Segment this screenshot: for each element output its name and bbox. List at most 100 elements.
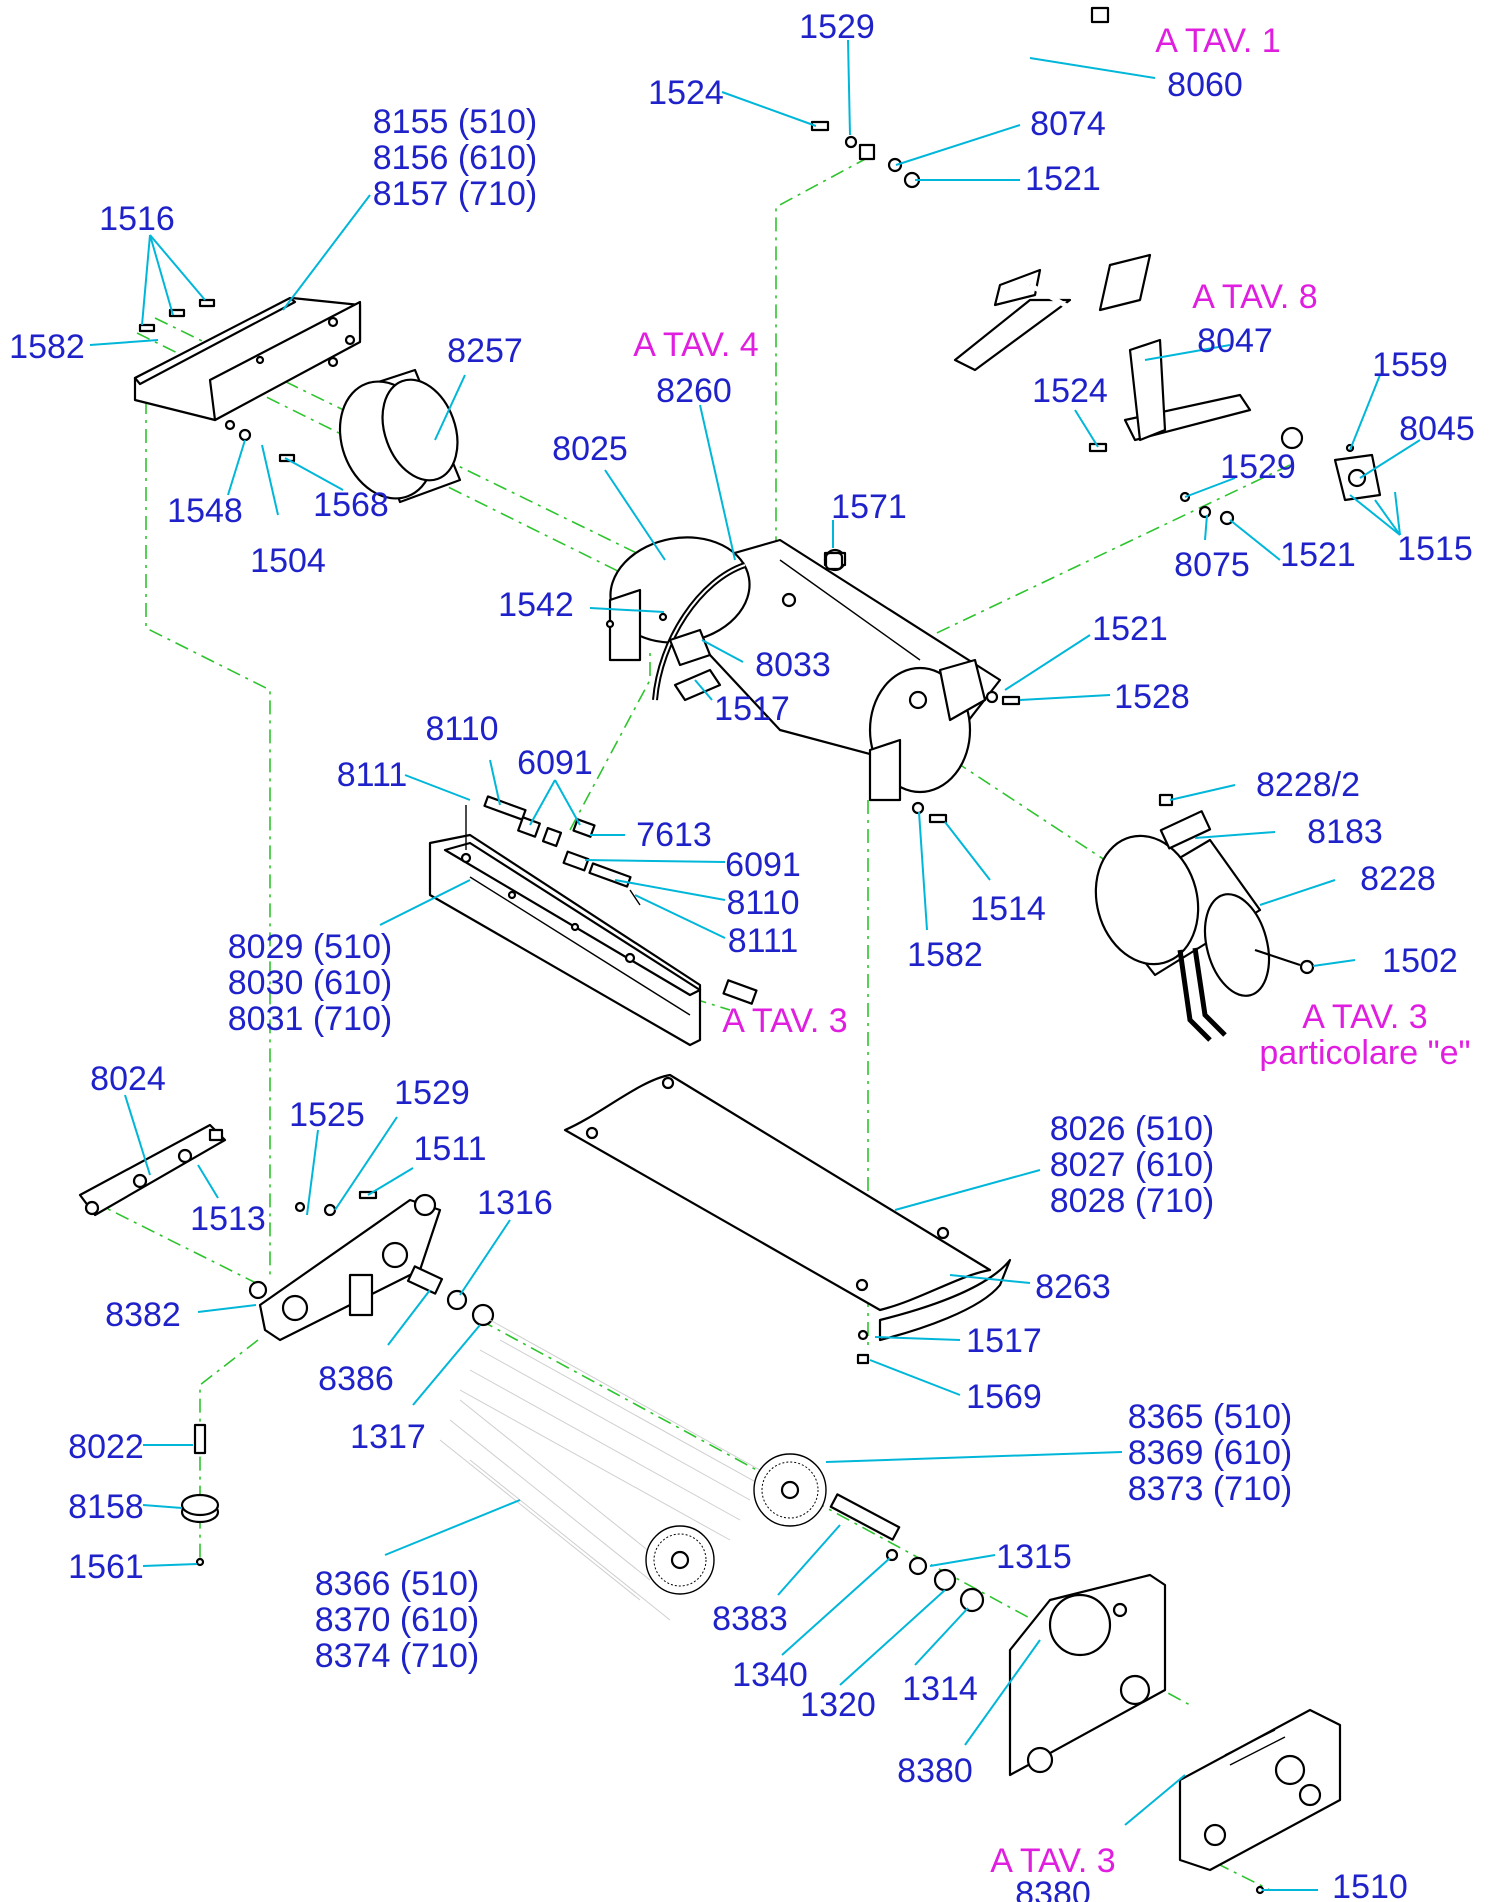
plate-8045 [1333, 443, 1382, 502]
part-number-label-p1513: 1513 [190, 1200, 266, 1238]
part-number-label-p8228_2: 8228/2 [1256, 766, 1360, 804]
part-number-label-p6091_top: 6091 [517, 744, 593, 782]
part-number-label-p1582_left: 1582 [9, 328, 85, 366]
part-number-label-p7613: 7613 [636, 816, 712, 854]
lower-cover-8026 [563, 1073, 1012, 1365]
part-number-label-p8155-line2: 8156 (610) [373, 139, 537, 177]
part-number-label-p8025: 8025 [552, 430, 628, 468]
part-number-label-p8029-line3: 8031 (710) [228, 1000, 392, 1038]
part-number-label-p1548: 1548 [167, 492, 243, 530]
part-number-label-p8228: 8228 [1360, 860, 1436, 898]
part-number-label-p8045: 8045 [1399, 410, 1475, 448]
part-number-label-p8366-line1: 8366 (510) [315, 1565, 479, 1603]
part-number-label-p1315: 1315 [996, 1538, 1072, 1576]
reference-label-tav3_cover: A TAV. 3 [990, 1842, 1115, 1880]
part-number-label-p1510: 1510 [1332, 1868, 1408, 1902]
part-number-label-p8383: 8383 [712, 1600, 788, 1638]
part-number-label-p8110_mid: 8110 [726, 884, 799, 922]
rod-8060 [810, 6, 1110, 189]
part-number-label-p8029-line2: 8030 (610) [228, 964, 392, 1002]
part-number-label-p1314: 1314 [902, 1670, 978, 1708]
part-number-label-p8074: 8074 [1030, 105, 1106, 143]
leader-lines [89, 39, 1421, 1891]
part-number-label-p1582_mid: 1582 [907, 936, 983, 974]
part-number-label-p8111_top: 8111 [337, 756, 408, 794]
part-number-label-p8257: 8257 [447, 332, 523, 370]
arm-8024 [78, 1123, 227, 1217]
part-number-label-p8026-line3: 8028 (710) [1050, 1182, 1214, 1220]
part-number-label-p8026-line1: 8026 (510) [1050, 1110, 1214, 1148]
part-number-label-p1528: 1528 [1114, 678, 1190, 716]
reference-label-tav1: A TAV. 1 [1155, 22, 1280, 60]
end-cover-8380-lower [1178, 1708, 1342, 1895]
cover-8155 [133, 296, 362, 463]
part-number-label-p8111_mid: 8111 [728, 922, 799, 960]
reference-label-tav3_motor-line1: A TAV. 3 [1302, 998, 1427, 1036]
brush-8365 [459, 1319, 827, 1541]
part-number-label-p1516: 1516 [99, 200, 175, 238]
part-number-label-p8075: 8075 [1174, 546, 1250, 584]
brush-8366 [439, 1399, 715, 1621]
part-number-label-p8386: 8386 [318, 1360, 394, 1398]
part-number-label-p1515: 1515 [1397, 530, 1473, 568]
side-plate-8382 [248, 1190, 442, 1342]
part-labels: 1529 8060 1524 8074 1521 8155 (510)8156 (610)… [9, 8, 1475, 1902]
reference-label-tav4: A TAV. 4 [633, 326, 758, 364]
part-number-label-p8022: 8022 [68, 1428, 144, 1466]
parts [78, 6, 1382, 1895]
part-number-label-p8060: 8060 [1167, 66, 1243, 104]
housing-8025 [608, 536, 1002, 802]
part-number-label-p1317: 1317 [350, 1418, 426, 1456]
part-number-label-p1568: 1568 [313, 486, 389, 524]
part-number-label-p1529_low: 1529 [394, 1074, 470, 1112]
end-plate-8380-upper [1008, 1573, 1167, 1777]
part-number-label-p8366-line2: 8370 (610) [315, 1601, 479, 1639]
small-hardware [605, 442, 1235, 629]
part-number-label-p8155-line1: 8155 (510) [373, 103, 537, 141]
reference-label-tav8: A TAV. 8 [1192, 278, 1317, 316]
part-number-label-p1561: 1561 [68, 1548, 144, 1586]
part-number-label-p1521_right: 1521 [1280, 536, 1356, 574]
filter-8257 [338, 368, 462, 504]
part-number-label-p1571: 1571 [831, 488, 907, 526]
part-number-label-p1524_top: 1524 [648, 74, 724, 112]
part-number-label-p1521_mid: 1521 [1092, 610, 1168, 648]
part-number-label-p8183: 8183 [1307, 813, 1383, 851]
part-number-label-p1504: 1504 [250, 542, 326, 580]
part-number-label-p1320: 1320 [800, 1686, 876, 1724]
part-number-label-p6091_mid: 6091 [725, 846, 801, 884]
part-number-label-p1511: 1511 [413, 1130, 486, 1168]
part-number-label-p8365-line3: 8373 (710) [1128, 1470, 1292, 1508]
part-number-label-p8380_lower: 8380 [1015, 1875, 1091, 1902]
part-number-label-p8365-line2: 8369 (610) [1128, 1434, 1292, 1472]
reference-label-tav3_motor-line2: particolare "e" [1259, 1034, 1470, 1072]
part-number-label-p8365-line1: 8365 (510) [1128, 1398, 1292, 1436]
part-number-label-p1517_low: 1517 [966, 1322, 1042, 1360]
part-number-label-p8263: 8263 [1035, 1268, 1111, 1306]
nozzle-bar-8029 [428, 833, 702, 1047]
part-number-label-p8382: 8382 [105, 1296, 181, 1334]
bushings [406, 1265, 495, 1327]
part-number-label-p8033: 8033 [755, 646, 831, 684]
part-number-label-p8155-line3: 8157 (710) [373, 175, 537, 213]
part-number-label-p1542: 1542 [498, 586, 574, 624]
part-number-label-p8026-line2: 8027 (610) [1050, 1146, 1214, 1184]
part-number-label-p1529_top: 1529 [799, 8, 875, 46]
part-number-label-p1517_top: 1517 [714, 690, 790, 728]
part-number-label-p8024: 8024 [90, 1060, 166, 1098]
part-number-label-p8366-line3: 8374 (710) [315, 1637, 479, 1675]
part-number-label-p1525: 1525 [289, 1096, 365, 1134]
part-number-label-p1316: 1316 [477, 1184, 553, 1222]
part-number-label-p8380_upper: 8380 [897, 1752, 973, 1790]
housing-screws [911, 690, 1021, 824]
wheel-8158 [180, 1423, 220, 1567]
part-number-label-p1521_top: 1521 [1025, 160, 1101, 198]
part-number-label-p1559: 1559 [1372, 346, 1448, 384]
part-number-label-p8260: 8260 [656, 372, 732, 410]
part-number-label-p1524_right: 1524 [1032, 372, 1108, 410]
part-number-label-p8029-line1: 8029 (510) [228, 928, 392, 966]
part-number-label-p8047: 8047 [1197, 322, 1273, 360]
part-number-label-p1514: 1514 [970, 890, 1046, 928]
shaft-8383 [829, 1493, 985, 1613]
